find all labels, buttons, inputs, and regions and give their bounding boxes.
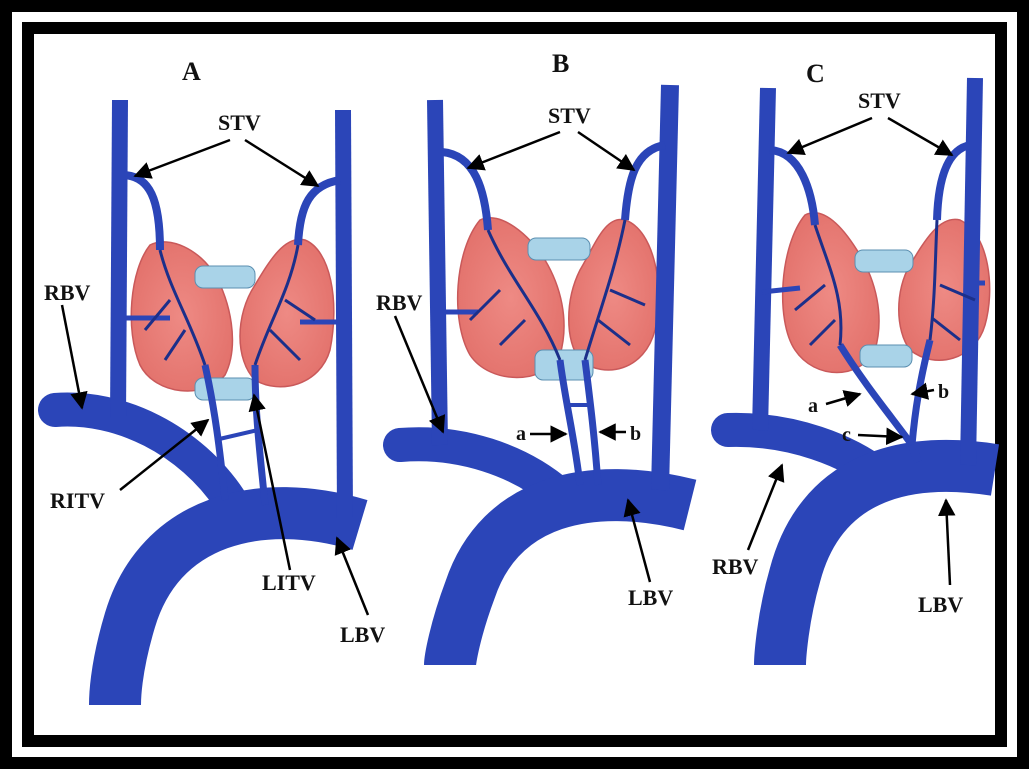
panel-c-stv-arrow-left xyxy=(788,118,872,153)
panel-a-stv-arrow-right xyxy=(245,140,318,186)
panel-b-a-label: a xyxy=(516,423,526,445)
trachea-bottom xyxy=(195,378,255,400)
panel-a: A STV RBV RITV LITV LBV xyxy=(44,57,385,705)
vein-c xyxy=(912,445,918,462)
right-jugular xyxy=(118,100,120,420)
panel-b-lbv-label: LBV xyxy=(628,585,673,610)
panel-c-c-arrow xyxy=(858,435,902,437)
panel-b-rbv-label: RBV xyxy=(376,290,423,315)
panel-c: C STV a b c RBV LBV xyxy=(712,59,995,665)
lbv-vein xyxy=(450,495,690,665)
panel-a-stv-arrow-left xyxy=(135,140,230,176)
trachea-bottom xyxy=(860,345,912,367)
panel-b-stv-arrow-right xyxy=(578,132,634,170)
panel-c-rbv-arrow xyxy=(748,465,782,550)
panel-b-letter: B xyxy=(552,49,569,78)
panel-c-lbv-arrow xyxy=(946,500,950,585)
trachea-top xyxy=(855,250,913,272)
left-jugular xyxy=(343,110,345,520)
panel-c-stv-arrow-right xyxy=(888,118,952,155)
left-stv xyxy=(298,180,340,245)
panel-b-b-label: b xyxy=(630,423,641,445)
panel-c-b-label: b xyxy=(938,381,949,403)
panel-b: B STV RBV a b LBV xyxy=(376,49,690,665)
panel-c-a-arrow xyxy=(826,394,860,404)
right-jugular xyxy=(760,88,768,430)
lbv-vein xyxy=(780,466,995,665)
panel-b-stv-label: STV xyxy=(548,103,591,128)
cross-vein xyxy=(215,430,258,440)
lbv-vein xyxy=(115,513,360,705)
panel-c-b-arrow xyxy=(912,390,934,394)
panel-c-stv-label: STV xyxy=(858,88,901,113)
left-jugular xyxy=(968,78,975,465)
panel-c-letter: C xyxy=(806,59,825,88)
panel-a-rbv-label: RBV xyxy=(44,280,91,305)
trachea-top xyxy=(528,238,590,260)
right-jugular xyxy=(435,100,440,445)
panel-a-ritv-label: RITV xyxy=(50,488,105,513)
panel-a-stv-label: STV xyxy=(218,110,261,135)
vein-b xyxy=(585,360,598,485)
panel-c-rbv-label: RBV xyxy=(712,554,759,579)
panel-a-litv-label: LITV xyxy=(262,570,316,595)
panel-a-lbv-label: LBV xyxy=(340,622,385,647)
panel-c-a-label: a xyxy=(808,395,818,417)
trachea-top xyxy=(195,266,255,288)
panel-b-stv-arrow-left xyxy=(468,132,560,168)
panel-c-lbv-label: LBV xyxy=(918,592,963,617)
panel-a-letter: A xyxy=(182,57,201,86)
panel-c-c-label: c xyxy=(842,424,851,446)
right-stv xyxy=(122,175,160,250)
